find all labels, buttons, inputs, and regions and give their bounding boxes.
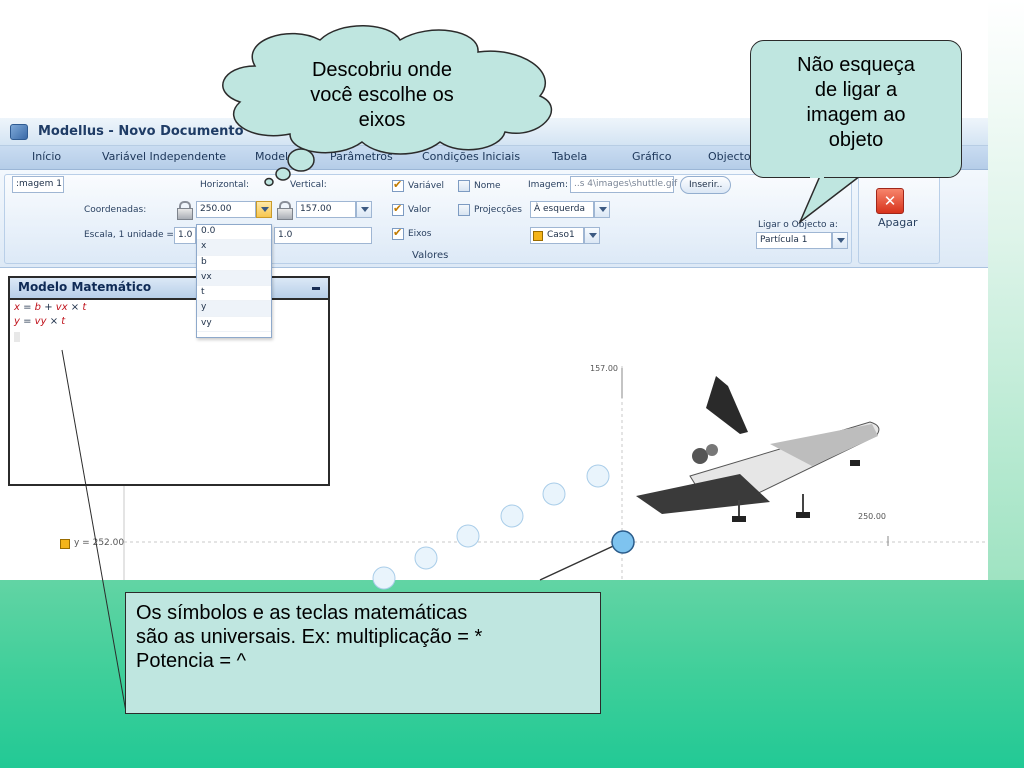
menu-inicio[interactable]: Início bbox=[32, 150, 62, 163]
scale-vertical-field[interactable]: 1.0 bbox=[274, 227, 372, 244]
lock-horizontal-icon[interactable] bbox=[176, 201, 193, 220]
particle-point[interactable] bbox=[611, 530, 635, 554]
case-select[interactable]: Caso1 bbox=[530, 227, 584, 244]
trajectory-point bbox=[372, 566, 396, 590]
x-axis-value: 250.00 bbox=[858, 512, 886, 521]
menu-modelo[interactable]: Modelo bbox=[255, 150, 295, 163]
modellus-window: Modellus - Novo Documento Início Variáve… bbox=[0, 118, 988, 590]
equation-x[interactable]: x = b + vx × t bbox=[14, 302, 87, 313]
checkbox-valor[interactable] bbox=[392, 202, 404, 216]
dropdown-option[interactable]: 0.0 bbox=[197, 225, 271, 241]
trajectory-point bbox=[586, 464, 610, 488]
vertical-label: Vertical: bbox=[290, 180, 327, 190]
cloud-callout-text: Descobriu onde você escolhe os eixos bbox=[310, 59, 454, 131]
rect-callout: Não esqueça de ligar a imagem ao objeto bbox=[750, 40, 962, 178]
vertical-coordinate-field[interactable]: 157.00 bbox=[296, 201, 356, 218]
delete-label: Apagar bbox=[878, 216, 918, 229]
graph-canvas[interactable] bbox=[0, 268, 988, 590]
menu-parametros[interactable]: Parâmetros bbox=[330, 150, 393, 163]
horizontal-coordinate-field[interactable]: 250.00 bbox=[196, 201, 256, 218]
checkbox-valor-label: Valor bbox=[408, 205, 431, 215]
menu-grafico[interactable]: Gráfico bbox=[632, 150, 672, 163]
checkbox-projeccoes[interactable] bbox=[458, 204, 470, 216]
legend-y-value: y = 252.00 bbox=[74, 538, 125, 548]
vertical-dropdown-button[interactable] bbox=[356, 201, 372, 218]
shuttle-image[interactable] bbox=[636, 376, 880, 522]
window-title: Modellus - Novo Documento bbox=[38, 124, 244, 139]
bottom-callout-text: Os símbolos e as teclas matemáticas são … bbox=[136, 602, 483, 672]
cursor-line bbox=[14, 332, 20, 342]
model-panel-header[interactable]: Modelo Matemático bbox=[10, 278, 328, 300]
insert-image-button[interactable]: Inserir.. bbox=[680, 176, 732, 194]
checkbox-variavel[interactable] bbox=[392, 178, 404, 192]
trajectory-point bbox=[500, 504, 524, 528]
trajectory-point bbox=[414, 546, 438, 570]
checkbox-eixos[interactable] bbox=[392, 226, 404, 240]
horizontal-label: Horizontal: bbox=[200, 180, 249, 190]
trajectory-point bbox=[456, 524, 480, 548]
image-path-field[interactable]: ..s 4\images\shuttle.gif bbox=[570, 176, 677, 193]
case-color-swatch bbox=[533, 231, 543, 241]
image-label: Imagem: bbox=[528, 180, 568, 190]
link-object-label: Ligar o Objecto a: bbox=[758, 220, 838, 230]
model-panel-title: Modelo Matemático bbox=[18, 280, 152, 294]
link-object-select[interactable]: Partícula 1 bbox=[756, 232, 832, 249]
y-axis-value: 157.00 bbox=[590, 364, 618, 373]
horizontal-dropdown-button[interactable] bbox=[256, 201, 272, 218]
delete-button[interactable]: ✕ bbox=[876, 188, 904, 214]
checkbox-eixos-label: Eixos bbox=[408, 229, 432, 239]
dropdown-option[interactable]: t bbox=[197, 286, 271, 302]
case-dropdown-button[interactable] bbox=[584, 227, 600, 244]
group-label-valores: Valores bbox=[412, 250, 449, 261]
scale-label: Escala, 1 unidade = bbox=[84, 230, 174, 240]
equation-y[interactable]: y = vy × t bbox=[14, 316, 66, 327]
slide-background-right bbox=[988, 0, 1024, 580]
menu-condicoes-iniciais[interactable]: Condições Iniciais bbox=[422, 150, 521, 163]
dropdown-option[interactable]: vy bbox=[197, 317, 271, 333]
model-panel[interactable]: Modelo Matemático x = b + vx × t y = vy … bbox=[8, 276, 330, 486]
dropdown-option[interactable]: x bbox=[197, 240, 271, 256]
checkbox-projeccoes-label: Projecções bbox=[474, 205, 522, 215]
rect-callout-text: Não esqueça de ligar a imagem ao objeto bbox=[797, 54, 915, 151]
particle-vector bbox=[539, 541, 623, 581]
alignment-select[interactable]: À esquerda bbox=[530, 201, 594, 218]
checkbox-variavel-label: Variável bbox=[408, 181, 445, 191]
ribbon: :magem 1 Horizontal: Vertical: Coordenad… bbox=[0, 170, 988, 268]
menu-objecto[interactable]: Objecto bbox=[708, 150, 751, 163]
bottom-callout: Os símbolos e as teclas matemáticas são … bbox=[125, 592, 601, 714]
checkbox-nome[interactable] bbox=[458, 180, 470, 192]
legend-swatch bbox=[60, 539, 70, 549]
dropdown-option[interactable]: y bbox=[197, 301, 271, 317]
scale-horizontal-field[interactable]: 1.0 bbox=[174, 227, 196, 244]
link-object-dropdown-button[interactable] bbox=[832, 232, 848, 249]
coordinates-label: Coordenadas: bbox=[84, 205, 147, 215]
rect-callout-joint bbox=[810, 174, 824, 178]
lock-vertical-icon[interactable] bbox=[276, 201, 293, 220]
dropdown-option[interactable]: b bbox=[197, 256, 271, 271]
checkbox-nome-label: Nome bbox=[474, 181, 501, 191]
alignment-dropdown-button[interactable] bbox=[594, 201, 610, 218]
minimize-icon[interactable] bbox=[312, 287, 320, 290]
menu-tabela[interactable]: Tabela bbox=[552, 150, 588, 163]
object-name-field[interactable]: :magem 1 bbox=[12, 176, 64, 193]
menu-variavel-independente[interactable]: Variável Independente bbox=[102, 150, 227, 163]
trajectory-point bbox=[542, 482, 566, 506]
horizontal-variable-dropdown[interactable]: 0.0 x b vx t y vy bbox=[196, 224, 272, 338]
dropdown-option[interactable]: vx bbox=[197, 270, 271, 287]
app-icon[interactable] bbox=[10, 124, 28, 140]
